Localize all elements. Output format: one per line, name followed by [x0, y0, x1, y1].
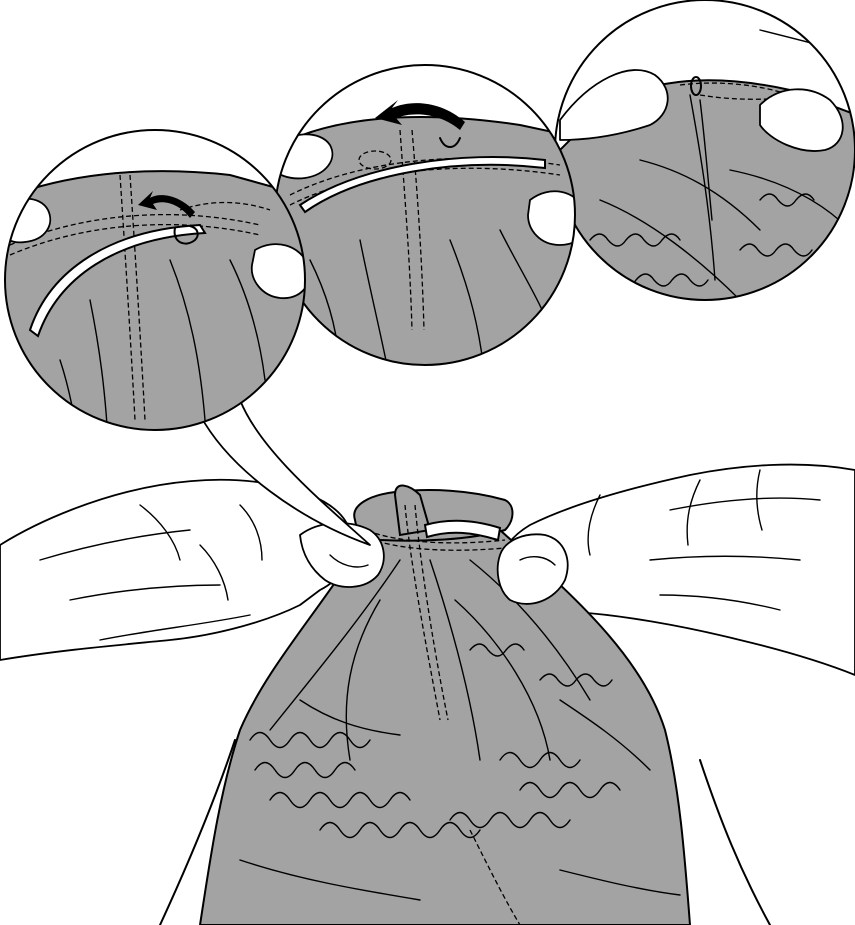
- circle2-finger-left: [270, 134, 332, 178]
- detail-circle-2: [260, 65, 590, 380]
- main-scene: [0, 465, 855, 925]
- detail-circle-3: [540, 0, 855, 310]
- detail-circle-1: [0, 130, 320, 440]
